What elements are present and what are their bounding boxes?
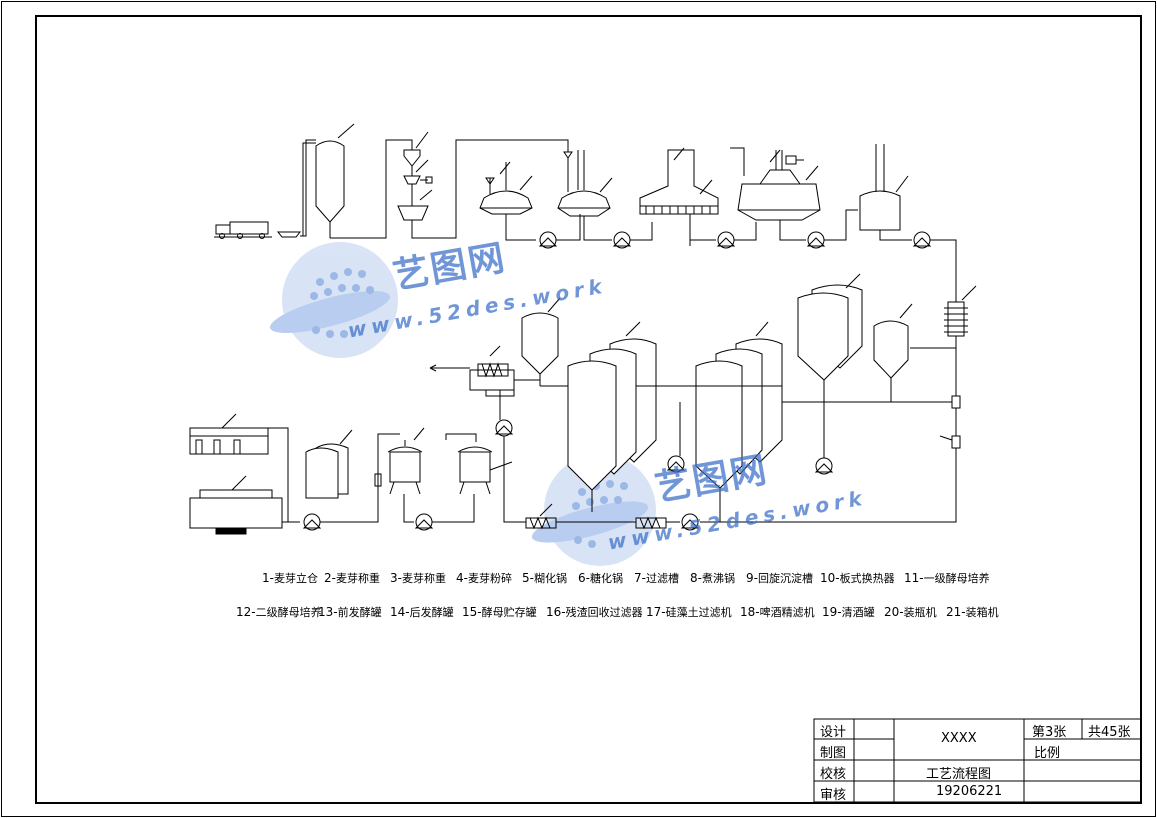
legend-item-6: 6-糖化锅 [578, 571, 623, 585]
pipe-pump11 [432, 494, 475, 523]
pipe-kettle-out [779, 220, 806, 241]
tb-design-label: 设计 [820, 725, 847, 740]
legend-item-3: 3-麦芽称重 [390, 571, 446, 585]
arrow-out-left [429, 364, 437, 372]
pump-6 [814, 457, 834, 475]
diatomite-filter-vessel [445, 433, 513, 495]
legend-item-13: 13-前发酵罐 [318, 605, 382, 619]
whirlpool-tank [859, 144, 909, 231]
malt-silo [315, 123, 355, 238]
legend-item-21: 21-装箱机 [946, 605, 999, 619]
pipe-filler [268, 427, 289, 522]
tb-project-name: XXXX [941, 731, 977, 746]
legend-item-7: 7-过滤槽 [634, 571, 679, 585]
pipe-filter-to-header [514, 379, 541, 386]
wort-kettle [730, 147, 821, 221]
pipe-vessel-link [403, 494, 414, 523]
tb-drawing-number: 19206221 [936, 784, 1003, 799]
drawing-frame [35, 15, 1142, 804]
watermark-globe-left [270, 242, 398, 358]
pipe-cooker-out [505, 214, 536, 241]
tb-review-label: 审核 [820, 788, 847, 803]
lauter-tun [639, 147, 719, 246]
pump-9 [680, 513, 700, 531]
legend-item-4: 4-麦芽粉碎 [456, 571, 512, 585]
malt-weigher [397, 131, 433, 221]
bright-beer-tank [305, 429, 353, 499]
legend-item-20: 20-装瓶机 [884, 605, 937, 619]
legend-item-2: 2-麦芽称重 [324, 571, 380, 585]
legend-item-8: 8-煮沸锅 [690, 571, 735, 585]
legend-item-19: 19-清酒罐 [822, 605, 875, 619]
legend-item-9: 9-回旋沉淀槽 [746, 571, 813, 585]
pipe-right-stub [939, 435, 953, 441]
primary-fermenters [567, 321, 657, 512]
pipe-pump3-out [734, 222, 757, 241]
pipe-mill-out [411, 139, 569, 239]
legend-item-12: 12-二级酵母培养 [236, 605, 322, 619]
beer-fine-filter [635, 516, 667, 530]
legend-item-16: 16-残渣回收过滤器 [546, 605, 643, 619]
tb-drawing-title: 工艺流程图 [926, 767, 992, 782]
tb-checking-label: 校核 [820, 767, 847, 782]
pipe-silo-to-weigh [330, 139, 413, 239]
pipe-pump10 [320, 433, 400, 523]
yeast-propagator-1 [873, 303, 913, 402]
legend-item-17: 17-硅藻土过滤机 [646, 605, 732, 619]
yeast-propagator-2 [797, 273, 863, 402]
pipe-pump4-out [824, 209, 858, 241]
pump-7 [666, 455, 686, 473]
malt-truck [214, 221, 302, 239]
tb-sheet-total: 共45张 [1088, 725, 1131, 740]
legend-item-15: 15-酵母贮存罐 [462, 605, 537, 619]
legend-item-14: 14-后发酵罐 [390, 605, 454, 619]
plate-heat-exchanger [944, 285, 977, 337]
fine-filter-vessel [387, 427, 425, 495]
legend-item-18: 18-啤酒精滤机 [740, 605, 815, 619]
check-valve-left [374, 473, 382, 487]
flowmeter [485, 389, 515, 397]
legend-item-10: 10-板式换热器 [820, 571, 895, 585]
tb-scale-label: 比例 [1034, 746, 1061, 761]
tb-sheet-number: 第3张 [1032, 725, 1067, 740]
legend-item-1: 1-麦芽立仓 [262, 571, 318, 585]
case-packer [189, 475, 283, 535]
legend-item-11: 11-一级酵母培养 [904, 571, 990, 585]
tb-drafting-label: 制图 [820, 746, 847, 761]
bottle-filler [189, 413, 269, 455]
elevator-pipe-1b [302, 142, 316, 236]
legend-item-5: 5-糊化锅 [522, 571, 567, 585]
pipe-pump2-out [630, 222, 653, 241]
pipe-whirlpool-out [879, 230, 912, 241]
pipe-to-hex [930, 239, 957, 302]
secondary-fermenters [695, 321, 783, 522]
residue-filter [525, 503, 557, 530]
pipe-pump1-out [556, 214, 581, 241]
pipe-mashtun-out [583, 216, 612, 241]
pipe-right-lower [700, 448, 957, 523]
